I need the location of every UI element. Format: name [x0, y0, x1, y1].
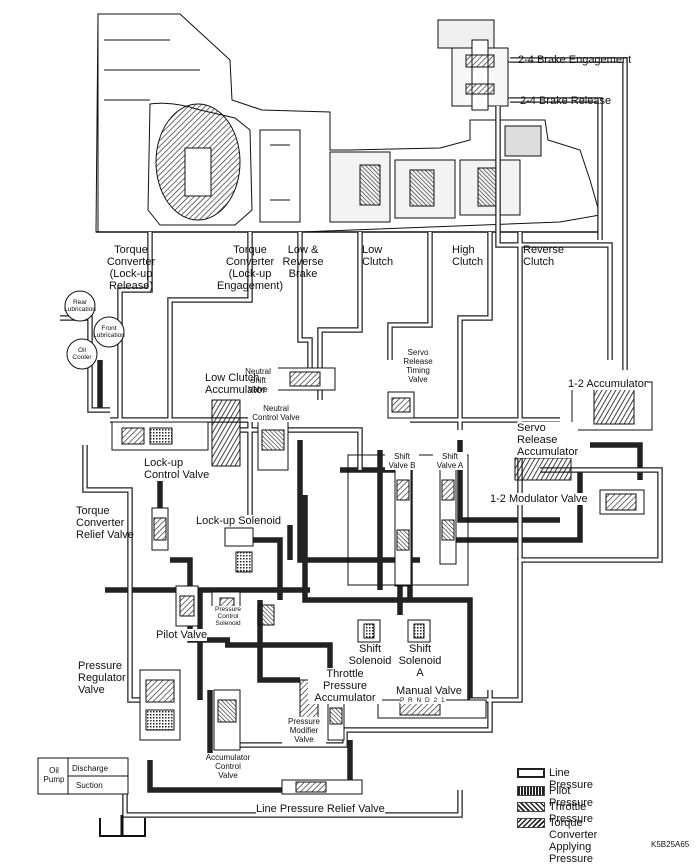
legend-swatch-line	[517, 768, 545, 778]
label-line-pressure-relief-valve: Line Pressure Relief Valve	[256, 803, 385, 815]
transmission-case	[95, 13, 601, 233]
legend-label: Torque Converter Applying Pressure	[549, 817, 598, 865]
label-shift-valve-b: Shift Valve B	[385, 452, 419, 470]
label-throttle-pressure-accumulator: Throttle Pressure Accumulator	[308, 668, 382, 704]
label-accumulator-control-valve: Accumulator Control Valve	[200, 753, 256, 780]
label-manual-valve: Manual Valve	[396, 685, 462, 697]
label-servo-release-timing-valve: Servo Release Timing Valve	[398, 348, 438, 384]
label-lock-up-solenoid: Lock-up Solenoid	[196, 515, 282, 527]
legend-label: Pilot Pressure	[549, 785, 594, 809]
label-high-clutch: High Clutch	[452, 244, 484, 268]
label-oil-cooler: Oil Cooler	[72, 347, 92, 361]
label-oil-pump: Oil Pump	[43, 766, 65, 784]
label-torque-converter-relief-valve: Torque Converter Relief Valve	[76, 505, 134, 541]
label-neutral-control-valve: Neutral Control Valve	[248, 404, 304, 422]
legend-swatch-converter	[517, 818, 545, 828]
label-shift-valve-a: Shift Valve A	[433, 452, 467, 470]
label-1-2-modulator-valve: 1-2 Modulator Valve	[490, 493, 588, 505]
label-2-4-brake-release: 2-4 Brake Release	[520, 95, 612, 107]
label-neutral-shift-valve: Neutral Shift Valve	[238, 367, 278, 394]
legend-label: Line Pressure	[549, 767, 594, 791]
brake-servo-2-4	[437, 19, 518, 111]
lubrication-circles	[64, 290, 125, 370]
figure-code: K5B25A65	[651, 840, 690, 849]
label-front-lubrication: Front Lubrication	[93, 325, 125, 339]
label-torque-converter-engagement: Torque Converter (Lock-up Engagement)	[216, 244, 284, 292]
legend-label: Throttle Pressure	[549, 801, 594, 825]
label-manual-positions: P R N D 2 1	[400, 697, 446, 704]
label-pilot-valve: Pilot Valve	[156, 629, 208, 641]
label-lock-up-control-valve: Lock-up Control Valve	[144, 457, 210, 481]
legend-swatch-pilot	[517, 786, 545, 796]
label-servo-release-accumulator: Servo Release Accumulator	[517, 422, 579, 458]
label-low-reverse-brake: Low & Reverse Brake	[282, 244, 324, 280]
label-torque-converter-release: Torque Converter (Lock-up Release)	[106, 244, 156, 292]
label-reverse-clutch: Reverse Clutch	[523, 244, 564, 268]
label-2-4-brake-engagement: 2-4 Brake Engagement	[518, 54, 632, 66]
label-low-clutch: Low Clutch	[362, 244, 394, 268]
label-discharge: Discharge	[72, 764, 109, 773]
label-rear-lubrication: Rear Lubrication	[64, 299, 96, 313]
legend-swatch-throttle	[517, 802, 545, 812]
label-low-clutch-accumulator: Low Clutch Accumulator	[205, 372, 267, 396]
label-pressure-control-solenoid: Pressure Control Solenoid	[208, 606, 248, 627]
hydraulic-lines-inner	[60, 58, 662, 817]
label-suction: Suction	[76, 781, 103, 790]
label-pressure-modifier-valve: Pressure Modifier Valve	[282, 717, 326, 744]
label-1-2-accumulator: 1-2 Accumulator	[568, 378, 648, 390]
label-shift-solenoid-a: Shift Solenoid A	[396, 643, 444, 679]
label-pressure-regulator-valve: Pressure Regulator Valve	[78, 660, 126, 696]
